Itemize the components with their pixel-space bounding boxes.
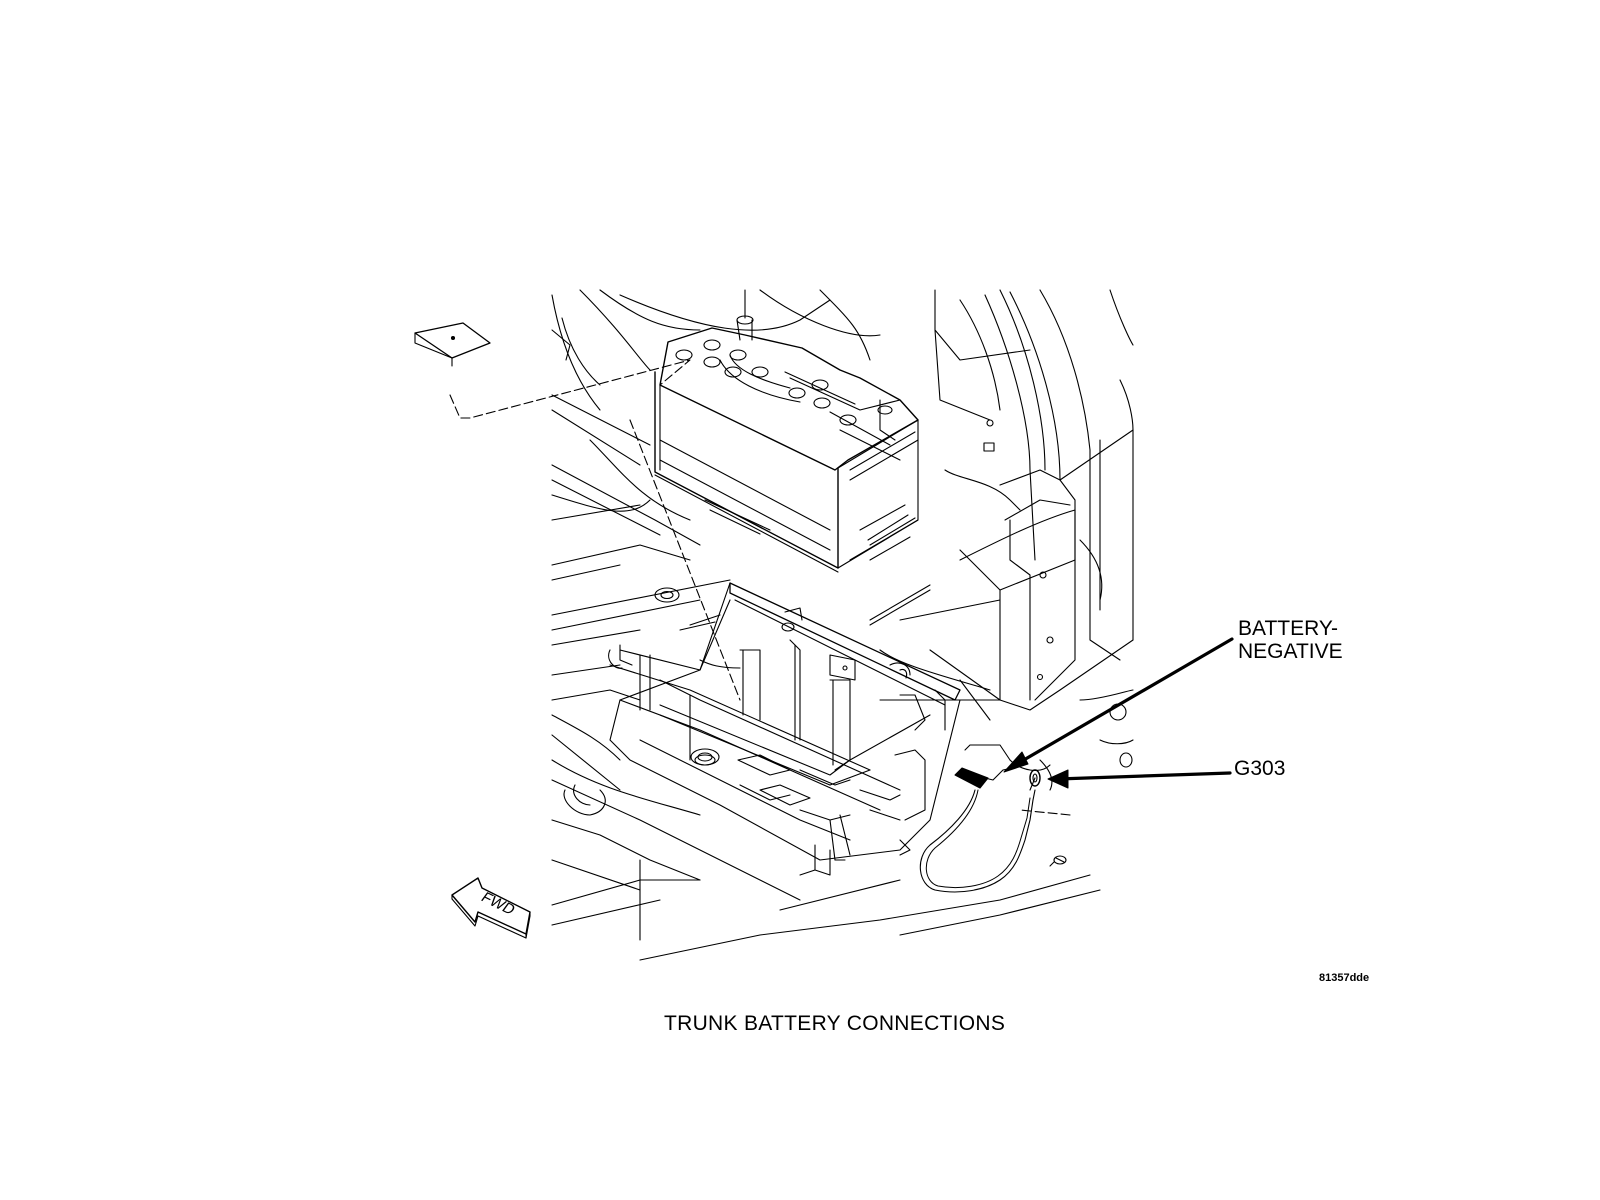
trunk-body-panels xyxy=(551,289,1134,961)
label-card xyxy=(414,322,491,367)
g303-callout: G303 xyxy=(1234,757,1286,780)
callout-arrows xyxy=(1008,637,1234,781)
battery-tray xyxy=(608,582,961,876)
fwd-arrow: FWD xyxy=(451,877,531,939)
g303-arrowhead xyxy=(1047,769,1069,789)
callout-arrowheads xyxy=(1003,751,1069,789)
g303-leader xyxy=(1056,771,1232,781)
figure-id: 81357dde xyxy=(1319,972,1370,984)
battery-negative-arrowhead xyxy=(1003,751,1029,773)
battery-negative-leader xyxy=(1008,637,1234,770)
battery-negative-line1: BATTERY- xyxy=(1238,617,1338,640)
ground-cable xyxy=(919,744,1067,893)
battery xyxy=(654,289,919,573)
figure-caption: TRUNK BATTERY CONNECTIONS xyxy=(664,1012,1006,1035)
battery-negative-callout: BATTERY- NEGATIVE xyxy=(1238,617,1343,663)
battery-negative-line2: NEGATIVE xyxy=(1238,640,1343,663)
